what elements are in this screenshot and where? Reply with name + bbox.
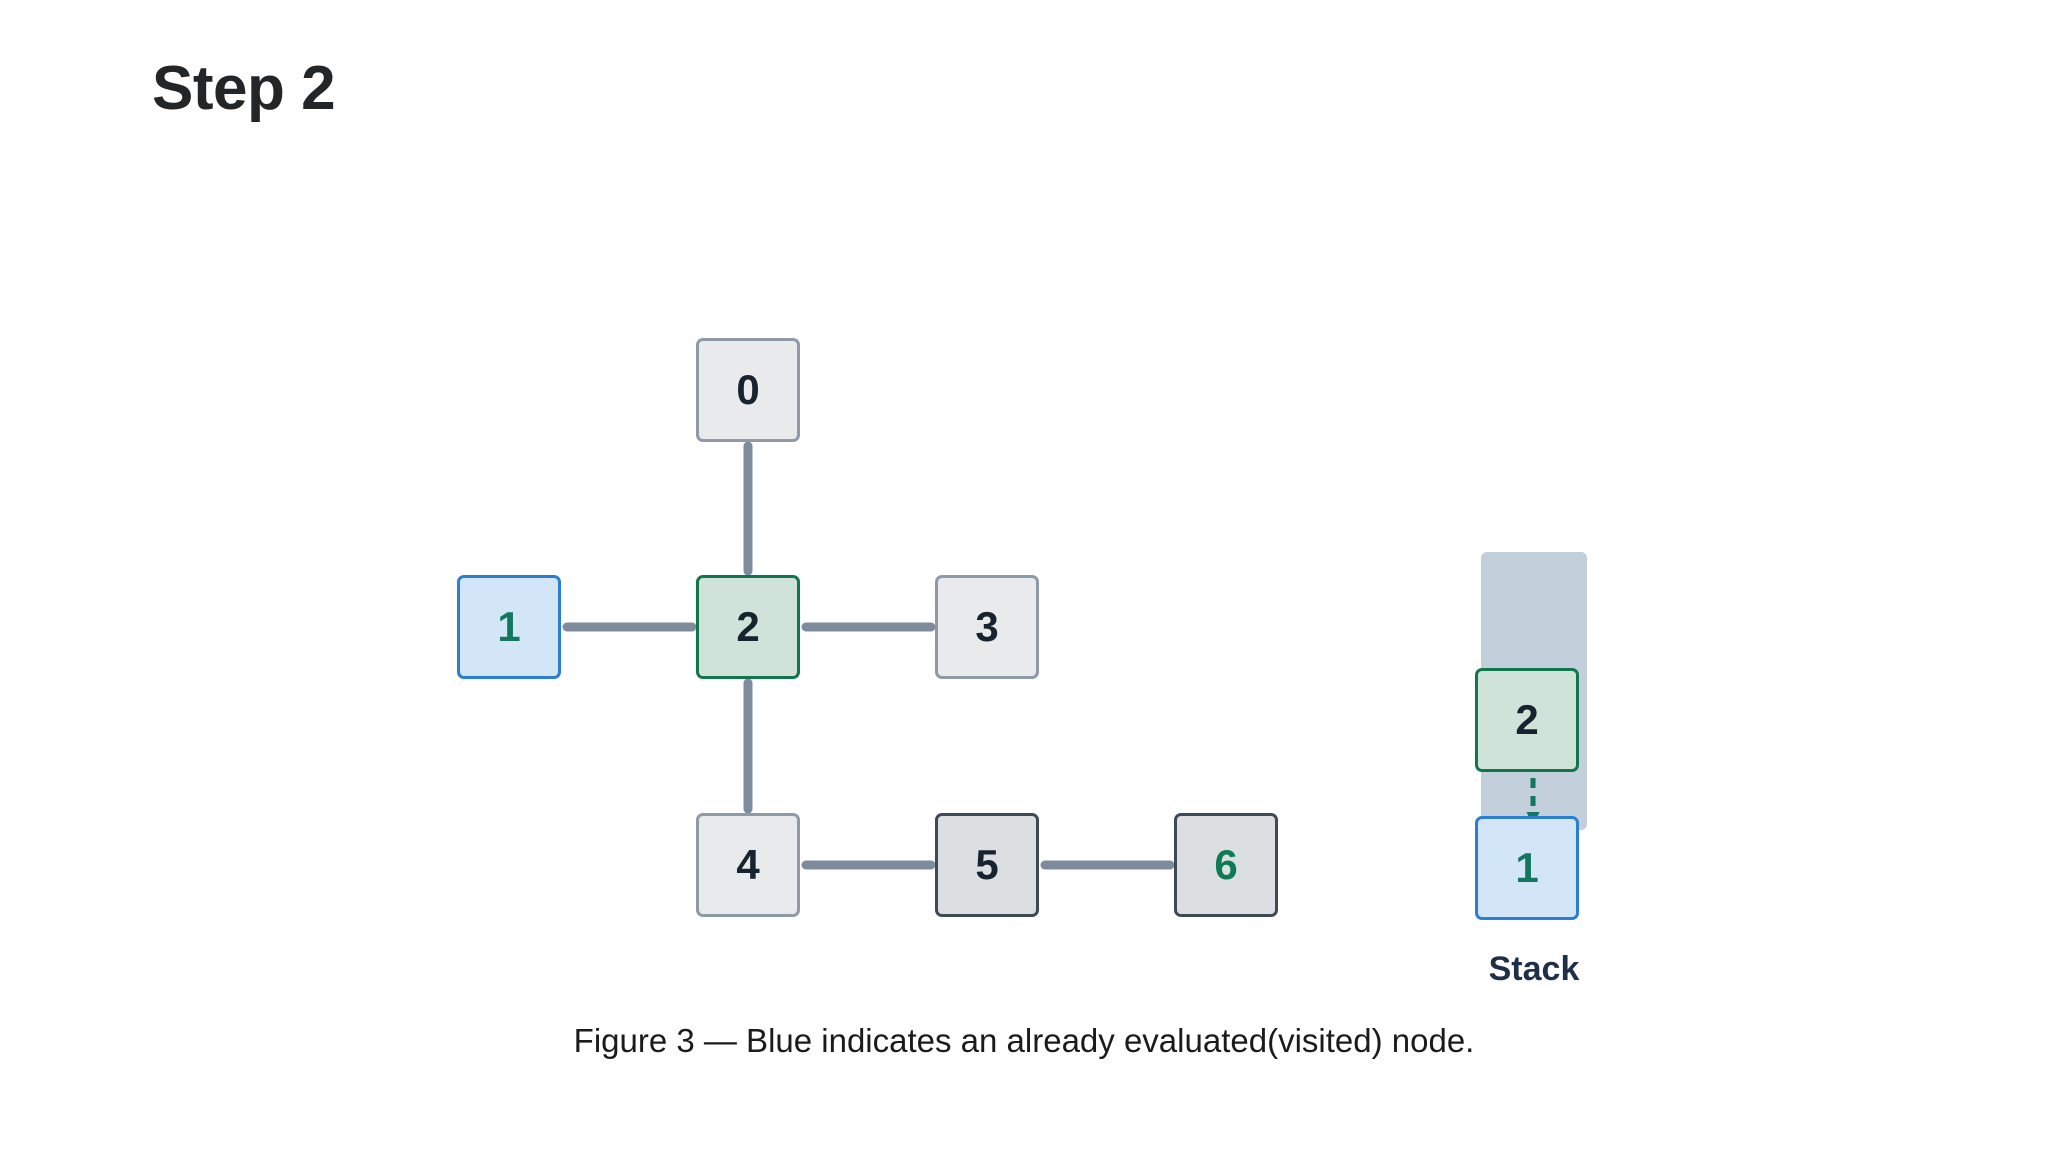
graph-node-1[interactable]: 1 <box>457 575 561 679</box>
stack-item-top[interactable]: 2 <box>1475 668 1579 772</box>
figure-caption: Figure 3 — Blue indicates an already eva… <box>573 1022 1475 1059</box>
graph-node-6-label: 6 <box>1214 841 1238 888</box>
stack-label: Stack <box>1488 950 1580 988</box>
stack-item-bottom[interactable]: 1 <box>1475 816 1579 920</box>
stack-item-top-label: 2 <box>1515 696 1539 743</box>
graph-node-0-label: 0 <box>736 366 760 413</box>
stack-item-bottom-label: 1 <box>1515 844 1539 891</box>
graph-node-2[interactable]: 2 <box>696 575 800 679</box>
graph-node-3[interactable]: 3 <box>935 575 1039 679</box>
page-title: Step 2 <box>152 54 336 123</box>
graph-node-2-label: 2 <box>736 603 760 650</box>
graph-node-6[interactable]: 6 <box>1174 813 1278 917</box>
stack-column: 2 1 <box>1475 552 1587 920</box>
graph-node-4-label: 4 <box>736 841 760 888</box>
graph-node-4[interactable]: 4 <box>696 813 800 917</box>
graph-node-3-label: 3 <box>975 603 999 650</box>
graph-node-5-label: 5 <box>975 841 999 888</box>
graph-node-1-label: 1 <box>497 603 521 650</box>
graph-node-0[interactable]: 0 <box>696 338 800 442</box>
graph-node-5[interactable]: 5 <box>935 813 1039 917</box>
stack-visualization: 2 1 <box>1475 552 1587 920</box>
